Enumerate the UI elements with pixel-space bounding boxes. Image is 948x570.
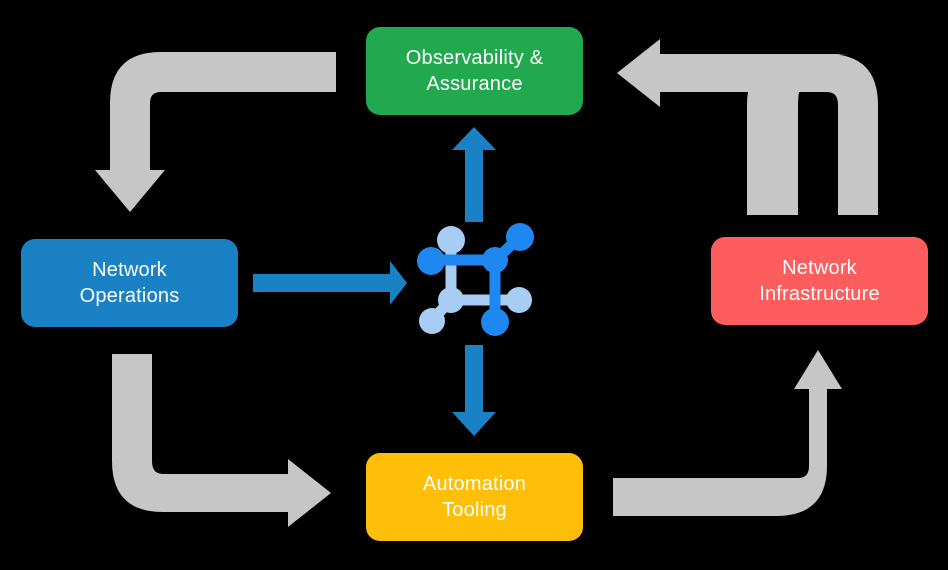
node-network-infrastructure[interactable]: Network Infrastructure [711,237,928,325]
arrow-operations-to-center [253,261,407,305]
arrow-automation-to-infrastructure [613,350,842,516]
node-observability-assurance[interactable]: Observability & Assurance [366,27,583,115]
icon-node-left [417,247,445,275]
node-automation-tooling[interactable]: Automation Tooling [366,453,583,541]
icon-node-right-mid [506,287,532,313]
node-network-operations[interactable]: Network Operations [21,239,238,327]
icon-node-bottom [481,308,509,336]
arrow-observability-to-operations [95,52,336,212]
icon-node-top [437,226,465,254]
arrow-infrastructure-to-observability [747,54,849,215]
arrow-infrastructure-to-observability-body [617,39,878,215]
icon-node-top-right [506,223,534,251]
arrow-center-to-automation [452,345,496,436]
arrow-center-to-observability [452,127,496,222]
icon-node-bottom-left-mid [438,287,464,313]
icon-node-center [482,247,508,273]
arrow-operations-to-automation [112,354,331,527]
icon-node-bottom-left-end [419,308,445,334]
